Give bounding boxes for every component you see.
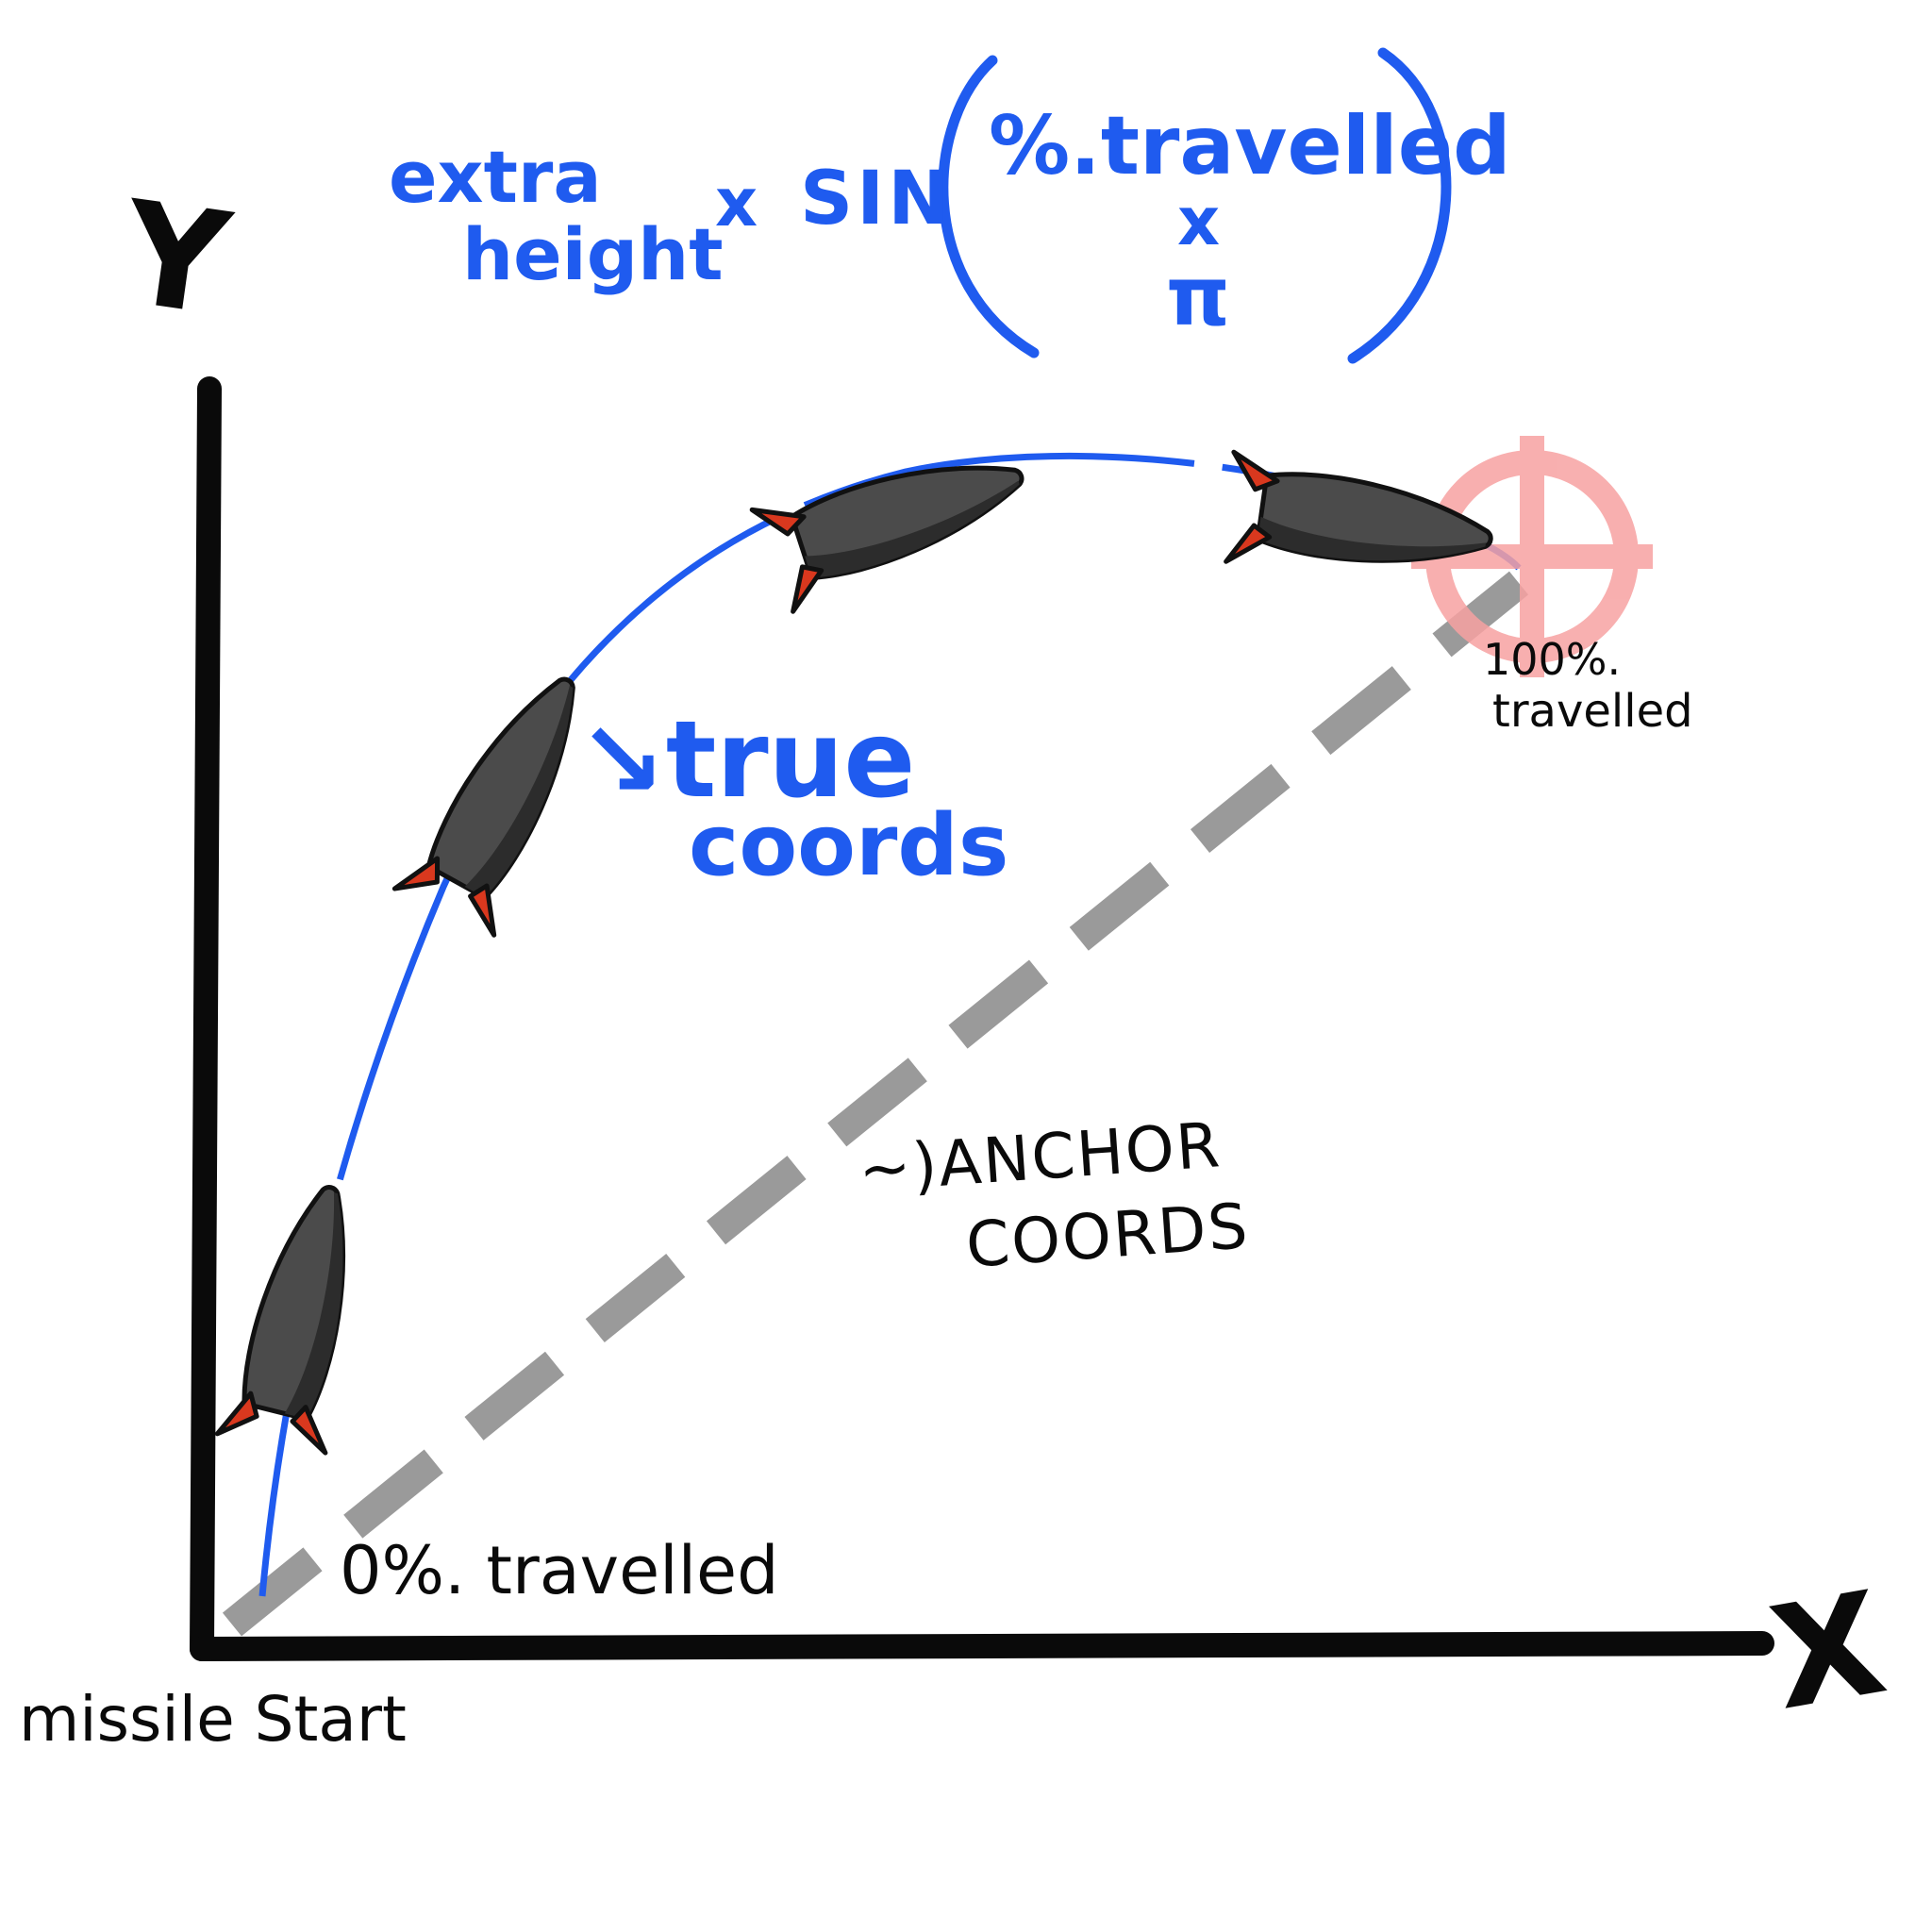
true-coords-label-line1: ↘true: [577, 699, 916, 822]
missile-icon: [1219, 452, 1498, 597]
formula-right-paren: [1347, 47, 1452, 364]
true-path: [258, 452, 1522, 1597]
true-coords-label-line2: coords: [689, 796, 1009, 895]
missile-icon: [217, 1175, 388, 1460]
y-axis-line: [190, 376, 222, 1661]
end-travelled-label: travelled: [1492, 685, 1693, 738]
anchor-coords-label-line2: COORDS: [963, 1190, 1252, 1282]
formula-left-paren: [938, 55, 1040, 358]
x-axis-line: [190, 1631, 1774, 1661]
formula-times: x: [715, 164, 758, 242]
formula-extra: extra: [389, 135, 602, 219]
anchor-path: [222, 571, 1529, 1637]
missile-start-label: missile Start: [19, 1683, 407, 1756]
formula-pi: π: [1166, 250, 1231, 344]
formula-sin: SIN: [800, 157, 954, 242]
missile-icon: [752, 427, 1040, 614]
start-percent-label: 0%. travelled: [340, 1532, 779, 1609]
y-axis-label: Y: [113, 171, 239, 348]
end-percent-label: 100%.: [1483, 634, 1622, 685]
formula-pct-travelled: %.travelled: [989, 99, 1511, 193]
formula-inner-times: x: [1177, 183, 1221, 260]
formula-height: height: [462, 212, 724, 296]
